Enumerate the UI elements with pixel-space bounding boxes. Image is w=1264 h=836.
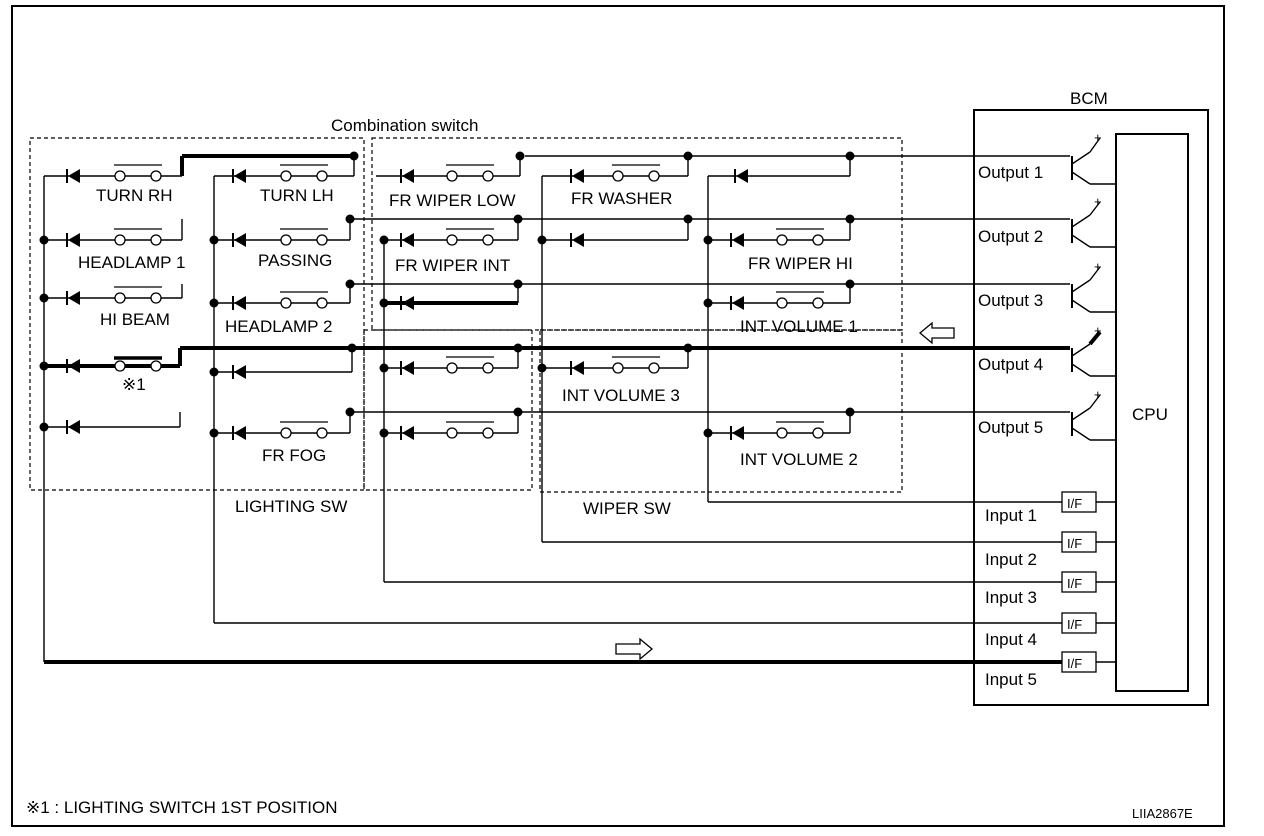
bcm-box — [973, 109, 1209, 706]
svg-text:+: + — [1094, 259, 1102, 274]
if-label-3: I/F — [1067, 576, 1082, 591]
switch-contacts — [113, 164, 825, 439]
output-2-label: Output 2 — [978, 227, 1043, 246]
label-int-volume-1: INT VOLUME 1 — [740, 317, 858, 336]
output-3-label: Output 3 — [978, 291, 1043, 310]
input-4-label: Input 4 — [985, 630, 1037, 649]
input-2-label: Input 2 — [985, 550, 1037, 569]
junction-dots — [39, 151, 855, 438]
footnote: ※1 : LIGHTING SWITCH 1ST POSITION — [26, 798, 337, 817]
label-int-volume-3: INT VOLUME 3 — [562, 386, 680, 405]
svg-text:+: + — [1094, 323, 1102, 338]
label-headlamp-1: HEADLAMP 1 — [78, 253, 185, 272]
label-passing: PASSING — [258, 251, 332, 270]
label-fr-fog: FR FOG — [262, 446, 326, 465]
output-wires — [180, 155, 1070, 413]
label-fr-wiper-low: FR WIPER LOW — [389, 191, 516, 210]
if-label-2: I/F — [1067, 536, 1082, 551]
cpu-box — [1115, 133, 1189, 692]
wiper-sw-region-bottom — [539, 329, 903, 493]
label-headlamp-2: HEADLAMP 2 — [225, 317, 332, 336]
input-3-label: Input 3 — [985, 588, 1037, 607]
input-1-label: Input 1 — [985, 506, 1037, 525]
if-boxes — [1061, 491, 1116, 673]
label-int-volume-2: INT VOLUME 2 — [740, 450, 858, 469]
lighting-sw-region-right — [363, 329, 533, 491]
output-5-label: Output 5 — [978, 418, 1043, 437]
combination-switch-label: Combination switch — [331, 116, 478, 135]
if-label-5: I/F — [1067, 656, 1082, 671]
label-turn-rh: TURN RH — [96, 186, 173, 205]
cpu-label: CPU — [1132, 405, 1168, 424]
output-1-label: Output 1 — [978, 163, 1043, 182]
lighting-sw-label: LIGHTING SW — [235, 497, 347, 516]
label-fr-wiper-hi: FR WIPER HI — [748, 254, 853, 273]
svg-text:+: + — [1094, 387, 1102, 402]
input-flow-arrow — [615, 637, 654, 661]
label-fr-washer: FR WASHER — [571, 189, 672, 208]
bcm-label: BCM — [1070, 89, 1108, 108]
figure-id: LIIA2867E — [1132, 806, 1193, 821]
label-turn-lh: TURN LH — [260, 186, 334, 205]
svg-text:+: + — [1094, 194, 1102, 209]
if-label-4: I/F — [1067, 617, 1082, 632]
output-transistors — [1071, 137, 1116, 441]
output-4-label: Output 4 — [978, 355, 1043, 374]
outer-frame — [11, 5, 1225, 827]
wiper-sw-label: WIPER SW — [583, 499, 671, 518]
label-fr-wiper-int: FR WIPER INT — [395, 256, 510, 275]
output-flow-arrow — [918, 321, 955, 345]
input-5-label: Input 5 — [985, 670, 1037, 689]
wiper-sw-region-top — [371, 137, 903, 331]
svg-text:+: + — [1094, 130, 1102, 145]
label-note-1: ※1 — [122, 375, 146, 394]
input-wires — [43, 176, 1062, 664]
label-hi-beam: HI BEAM — [100, 310, 170, 329]
if-label-1: I/F — [1067, 496, 1082, 511]
